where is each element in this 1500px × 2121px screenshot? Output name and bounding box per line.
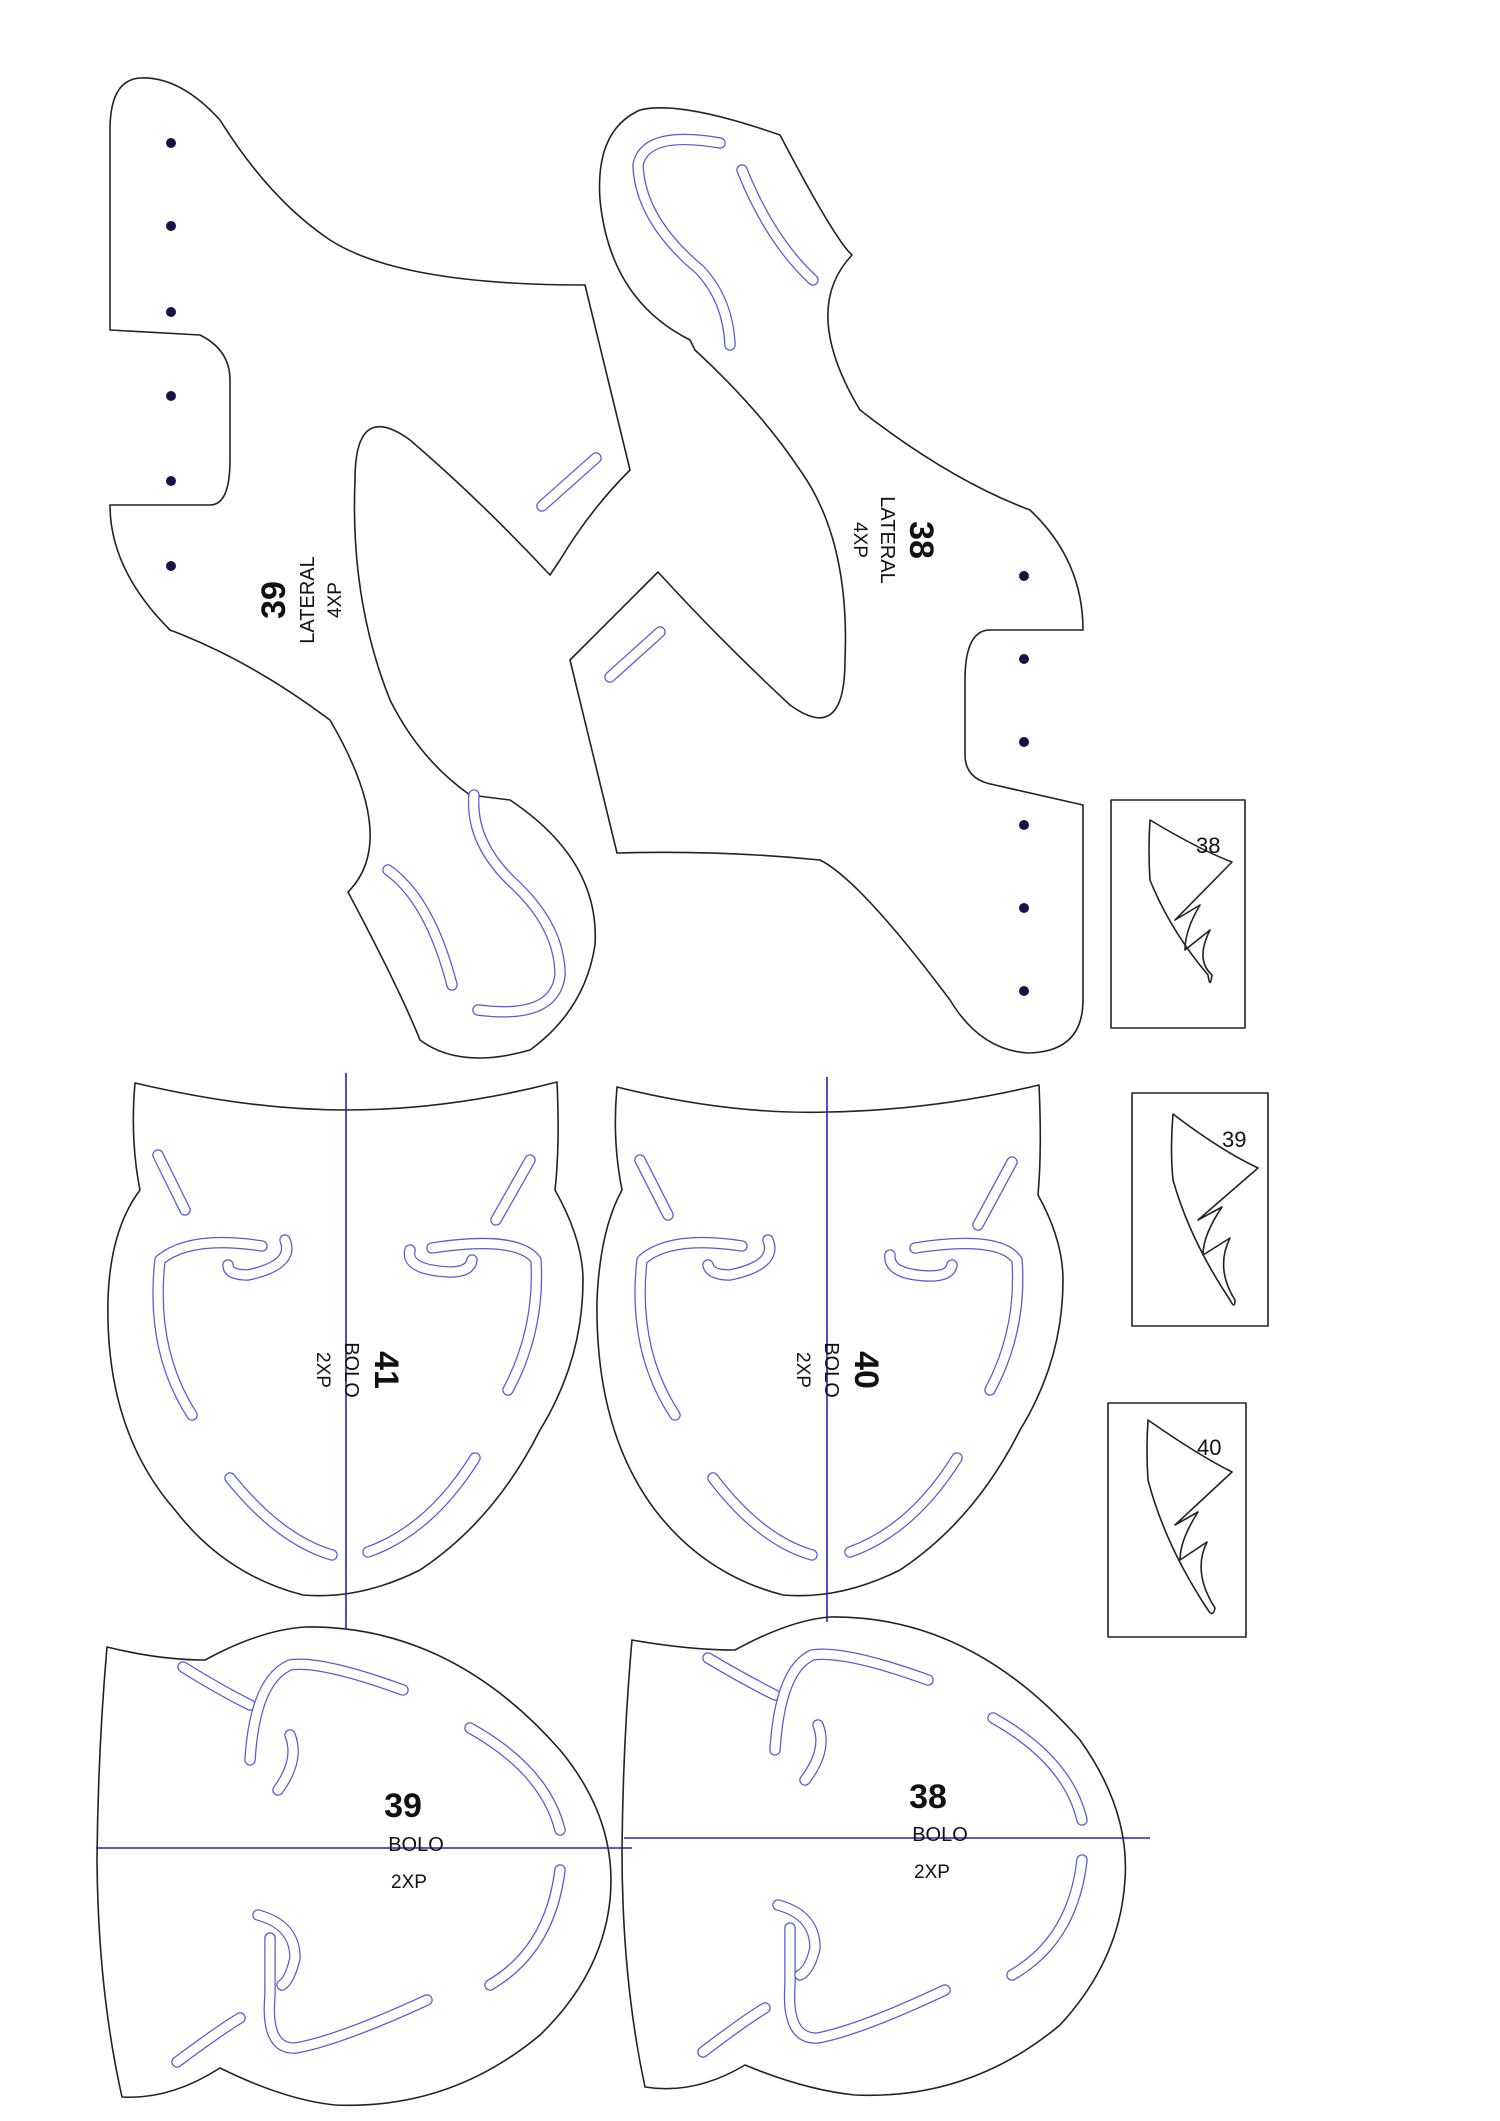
bolo-38-stitching <box>697 1648 1088 2058</box>
eyelet-hole <box>1019 986 1029 996</box>
bolo-41-piece: 41 BOLO 2XP <box>107 1073 584 1628</box>
bolo-40-qty: 2XP <box>792 1352 813 1388</box>
small-39-frame <box>1131 1092 1269 1327</box>
small-40-frame <box>1107 1402 1247 1638</box>
small-39-shape <box>1170 1113 1259 1306</box>
small-piece-39: 39 <box>1131 1092 1269 1327</box>
bolo-38-piece: 38 BOLO 2XP <box>621 1616 1150 2097</box>
lateral-39-size: 39 <box>255 581 293 619</box>
lateral-38-label: 38 LATERAL 4XP <box>849 496 940 583</box>
bolo-41-stitching <box>152 1149 543 1561</box>
lateral-38-qty: 4XP <box>849 522 870 558</box>
bolo-39-name: BOLO <box>388 1834 444 1856</box>
bolo-39-qty: 2XP <box>391 1872 427 1893</box>
bolo-41-label: 41 BOLO 2XP <box>312 1342 405 1398</box>
small-39-size: 39 <box>1222 1127 1246 1152</box>
eyelet-hole <box>1019 571 1029 581</box>
small-38-shape <box>1148 819 1233 984</box>
bolo-40-piece: 40 BOLO 2XP <box>596 1077 1064 1622</box>
lateral-39-stitching <box>382 452 602 1018</box>
lateral-38-name: LATERAL <box>876 496 898 583</box>
bolo-40-name: BOLO <box>820 1342 842 1398</box>
eyelet-hole <box>166 391 176 401</box>
lateral-39-eyelets <box>166 138 176 571</box>
bolo-38-outline <box>621 1616 1127 2097</box>
small-38-size: 38 <box>1196 833 1220 858</box>
bolo-40-label: 40 BOLO 2XP <box>792 1342 885 1398</box>
eyelet-hole <box>166 138 176 148</box>
lateral-38-eyelets <box>1019 571 1029 996</box>
lateral-39-label: 39 LATERAL 4XP <box>255 556 346 643</box>
lateral-39-name: LATERAL <box>297 556 319 643</box>
bolo-41-qty: 2XP <box>312 1352 333 1388</box>
bolo-38-size: 38 <box>909 1778 947 1816</box>
eyelet-hole <box>1019 903 1029 913</box>
eyelet-hole <box>166 561 176 571</box>
eyelet-hole <box>1019 654 1029 664</box>
bolo-38-qty: 2XP <box>914 1862 950 1883</box>
small-piece-38: 38 <box>1110 799 1246 1029</box>
small-piece-40: 40 <box>1107 1402 1247 1638</box>
small-38-frame <box>1110 799 1246 1029</box>
lateral-39-piece: 39 LATERAL 4XP <box>109 77 631 1059</box>
lateral-39-outline <box>109 77 631 1059</box>
eyelet-hole <box>166 307 176 317</box>
bolo-41-outline <box>107 1081 584 1597</box>
lateral-39-qty: 4XP <box>325 582 346 618</box>
eyelet-hole <box>1019 737 1029 747</box>
bolo-39-piece: 39 BOLO 2XP <box>96 1626 632 2107</box>
bolo-40-size: 40 <box>847 1351 885 1389</box>
lateral-38-stitching <box>604 133 819 683</box>
lateral-38-outline <box>569 106 1084 1054</box>
small-40-shape <box>1146 1419 1233 1615</box>
bolo-39-stitching <box>171 1658 566 2068</box>
bolo-39-label: 39 BOLO 2XP <box>384 1787 444 1893</box>
bolo-38-label: 38 BOLO 2XP <box>909 1778 968 1883</box>
bolo-41-size: 41 <box>367 1351 405 1389</box>
bolo-41-name: BOLO <box>340 1342 362 1398</box>
lateral-38-piece: 38 LATERAL 4XP <box>569 106 1084 1054</box>
eyelet-hole <box>1019 820 1029 830</box>
bolo-40-stitching <box>634 1154 1024 1561</box>
bolo-39-size: 39 <box>384 1787 422 1825</box>
eyelet-hole <box>166 221 176 231</box>
bolo-38-name: BOLO <box>912 1824 968 1846</box>
small-40-size: 40 <box>1197 1435 1221 1460</box>
lateral-38-size: 38 <box>902 521 940 559</box>
bolo-40-outline <box>596 1084 1064 1597</box>
eyelet-hole <box>166 476 176 486</box>
bolo-39-outline <box>96 1626 612 2107</box>
